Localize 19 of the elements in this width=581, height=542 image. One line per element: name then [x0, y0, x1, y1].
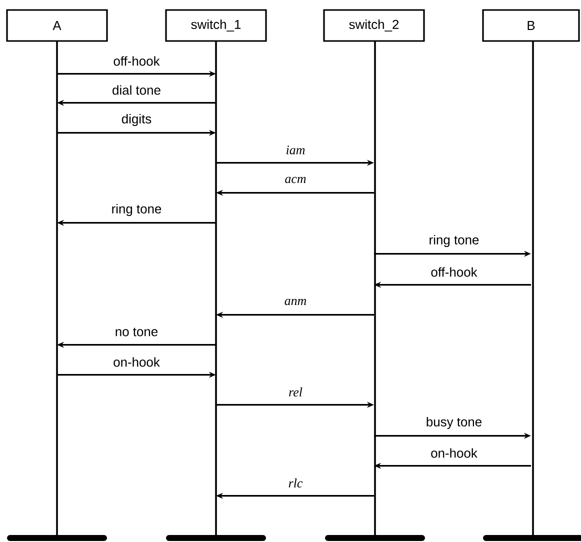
message-label: busy tone: [424, 416, 484, 430]
message-label: acm: [284, 176, 308, 184]
lifeline-header-box: switch_2: [323, 9, 425, 42]
lifeline-header-box: B: [482, 9, 580, 42]
message-label: anm: [283, 298, 308, 306]
message-label: iam: [284, 144, 306, 156]
message-label: digits: [120, 112, 153, 128]
message-label: on-hook: [112, 356, 161, 368]
message-label: rel: [288, 386, 304, 398]
message-label: rlc: [287, 477, 304, 489]
message-label: ring tone: [428, 234, 480, 248]
message-label: no tone: [114, 326, 160, 338]
message-label: off-hook: [112, 55, 161, 67]
message-label: dial tone: [111, 84, 162, 96]
message-label: on-hook: [430, 447, 478, 459]
message-label: ring tone: [110, 202, 163, 218]
lifeline-header-box: A: [6, 9, 108, 42]
lifeline-header-box: switch_1: [165, 9, 267, 42]
message-label: off-hook: [430, 266, 478, 278]
